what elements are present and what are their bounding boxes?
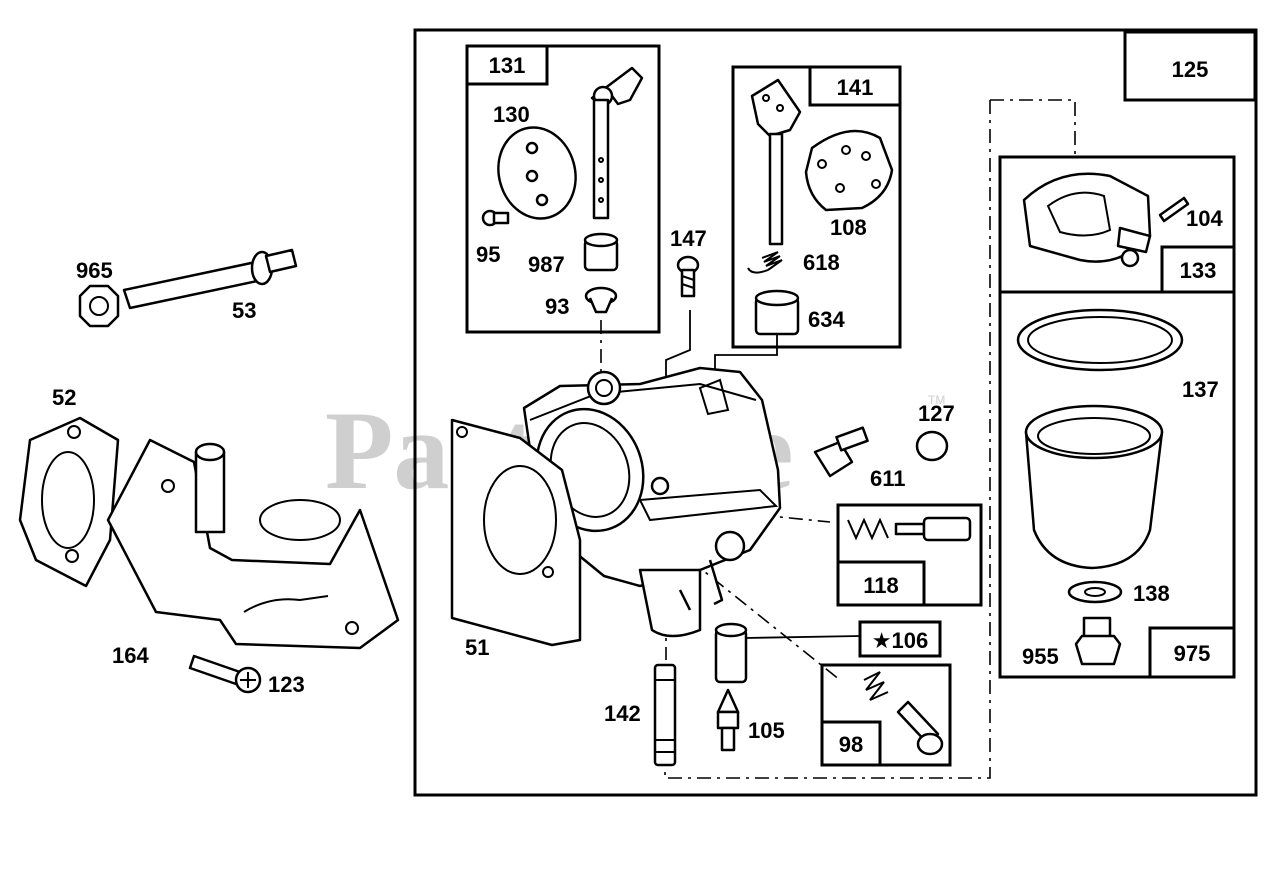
kit-box-131	[465, 44, 661, 334]
part-label-93: 93	[545, 294, 569, 319]
emulsion-tube-142	[653, 663, 677, 767]
seal-93	[584, 286, 618, 314]
float-133	[1022, 172, 1152, 268]
part-label-618: 618	[803, 250, 840, 275]
part-label-133: 133	[1180, 258, 1217, 283]
part-label-98: 98	[839, 732, 863, 757]
part-label-123: 123	[268, 672, 305, 697]
part-label-127: 127	[918, 401, 955, 426]
part-label-164: 164	[112, 643, 149, 668]
label-box-131	[465, 44, 549, 86]
stud-53	[122, 248, 298, 310]
part-label-130: 130	[493, 102, 530, 127]
needle-105	[716, 688, 740, 752]
part-label-104: 104	[1186, 206, 1223, 231]
screw-123	[188, 654, 262, 694]
part-label-965: 965	[76, 258, 113, 283]
label-box-106	[858, 620, 942, 658]
screw-95	[481, 209, 510, 227]
part-label-106: ★106	[872, 628, 928, 653]
pin-104	[1158, 196, 1190, 223]
part-label-147: 147	[670, 226, 707, 251]
assembly-line-bowl	[990, 99, 1076, 160]
gasket-52	[18, 416, 120, 588]
part-label-634: 634	[808, 307, 845, 332]
choke-plate	[497, 126, 577, 220]
throttle-shaft	[750, 78, 802, 246]
part-label-137: 137	[1182, 377, 1219, 402]
part-label-108: 108	[830, 215, 867, 240]
gasket-51	[450, 418, 582, 647]
kit-box-98	[820, 663, 952, 767]
part-label-125: 125	[1172, 57, 1209, 82]
part-label-987: 987	[528, 252, 565, 277]
washer-138	[1067, 580, 1123, 604]
screw-147	[676, 255, 700, 298]
part-label-975: 975	[1174, 641, 1211, 666]
part-label-105: 105	[748, 718, 785, 743]
spring-618	[747, 251, 783, 274]
leader-106	[744, 635, 861, 639]
nut-965	[78, 284, 120, 328]
plug-127	[915, 430, 949, 462]
part-label-611: 611	[870, 466, 906, 491]
throttle-plate	[804, 129, 894, 212]
nozzle-106	[714, 622, 748, 684]
label-box-133	[1160, 245, 1236, 294]
mixture-screw-98	[863, 671, 944, 756]
intake-manifold-164	[106, 438, 400, 650]
label-box-141	[808, 65, 902, 107]
label-box-118	[836, 560, 926, 607]
watermark-trademark: TM	[928, 393, 945, 407]
part-label-131: 131	[489, 53, 526, 78]
kit-box-975	[998, 290, 1236, 679]
part-label-118: 118	[863, 573, 899, 598]
part-label-955: 955	[1022, 644, 1059, 669]
part-label-141: 141	[837, 75, 874, 100]
idle-screw-spring	[847, 516, 972, 542]
seal-634	[754, 289, 800, 336]
part-label-95: 95	[476, 242, 500, 267]
elbow-fitting-611	[813, 426, 869, 478]
float-bowl	[1024, 404, 1164, 570]
part-label-52: 52	[52, 385, 76, 410]
label-box-125	[1123, 30, 1257, 102]
label-box-975	[1148, 626, 1236, 679]
assembly-line-bottom	[664, 100, 991, 779]
part-label-142: 142	[604, 701, 641, 726]
bushing-987	[583, 232, 619, 272]
part-label-53: 53	[232, 298, 256, 323]
leader-634	[714, 334, 778, 380]
part-label-51: 51	[465, 635, 489, 660]
choke-shaft	[590, 66, 644, 220]
carburetor-assembly-frame	[413, 28, 1258, 797]
part-label-138: 138	[1133, 581, 1170, 606]
bowl-nut-955	[1074, 616, 1122, 666]
gasket-137	[1016, 308, 1184, 372]
label-box-98	[820, 720, 882, 767]
